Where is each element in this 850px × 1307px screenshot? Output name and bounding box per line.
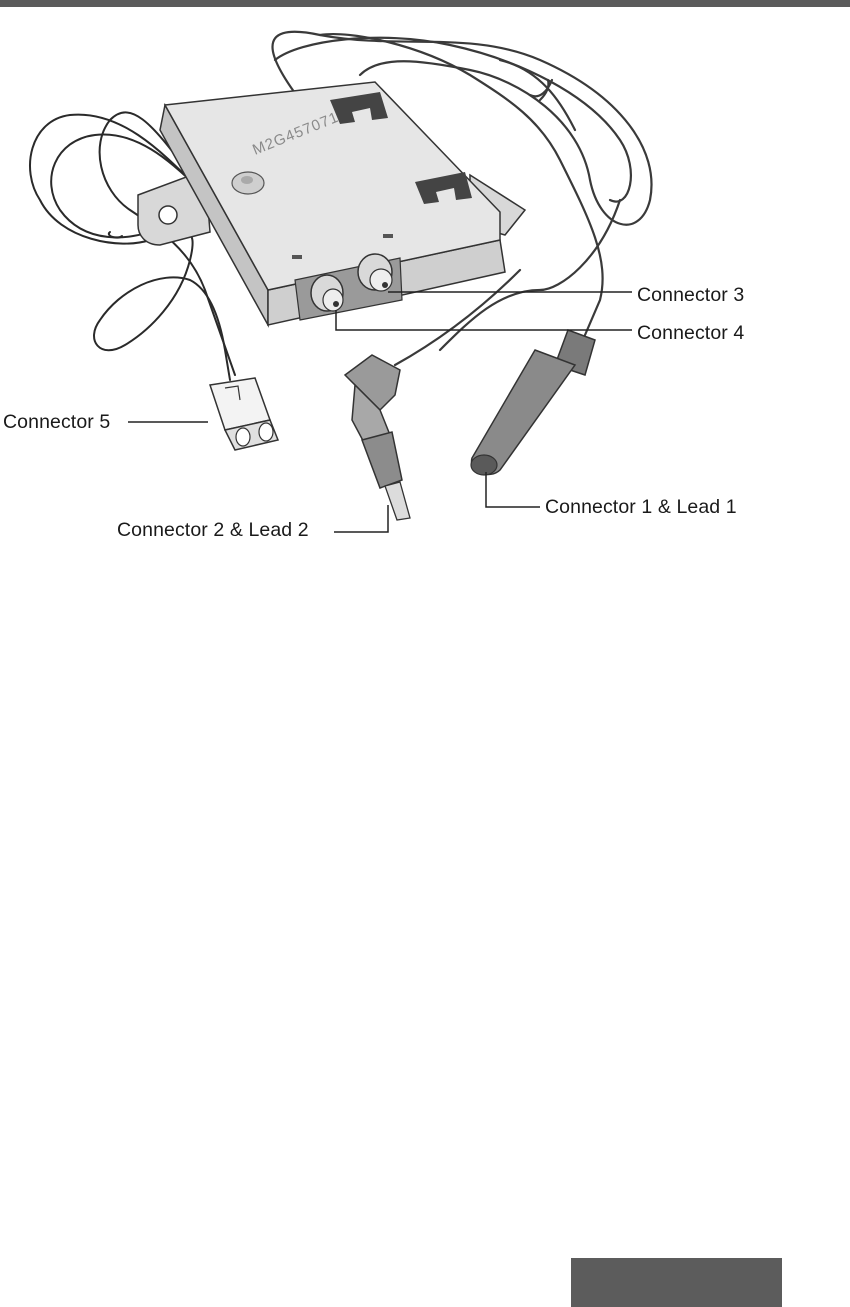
coax-connectors [310,253,393,312]
header-bar [0,0,850,7]
callout-connector-4: Connector 4 [637,322,745,344]
power-plug [209,377,280,451]
antenna-cable [271,30,653,337]
power-cable [29,111,236,381]
callout-connector-1-lead-1: Connector 1 & Lead 1 [545,496,737,518]
page-tab [571,1258,782,1307]
callout-leaders [128,291,632,533]
antenna-amplifier-illustration: M2G457071 [29,30,653,533]
antenna-socket [470,329,596,476]
right-angle-plug [343,354,411,521]
callout-connector-5: Connector 5 [3,411,111,433]
callout-connector-2-lead-2: Connector 2 & Lead 2 [117,519,309,541]
callout-connector-3: Connector 3 [637,284,745,306]
